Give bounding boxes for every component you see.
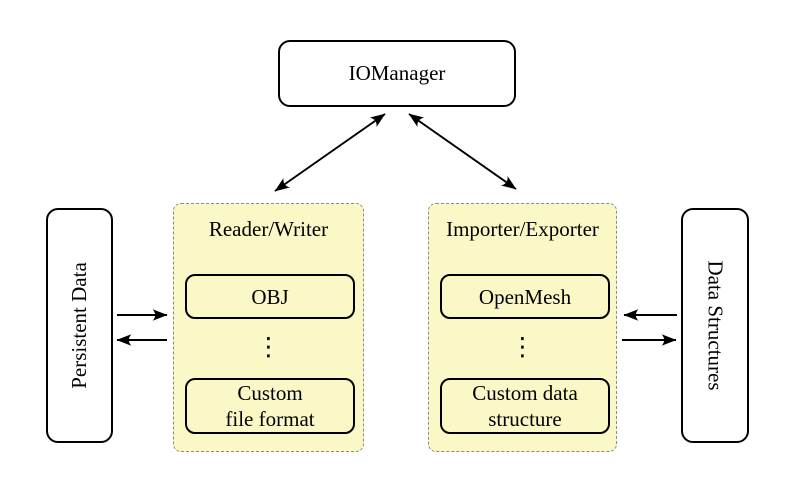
arrow-iomanager-readerwriter bbox=[274, 113, 386, 192]
node-iomanager-label: IOManager bbox=[348, 61, 446, 85]
node-obj-label: OBJ bbox=[251, 284, 289, 309]
node-custom-file-format-line2: file format bbox=[225, 407, 315, 431]
panel-reader-writer-title: Reader/Writer bbox=[208, 217, 329, 241]
vertical-ellipsis: ⋮ bbox=[510, 332, 535, 361]
node-openmesh-label: OpenMesh bbox=[478, 284, 572, 309]
node-obj: OBJ bbox=[185, 274, 355, 319]
node-custom-file-format: Custom file format bbox=[185, 378, 355, 434]
node-data-structures-label: Data Structures bbox=[703, 260, 728, 391]
node-persistent-data-label: Persistent Data bbox=[67, 262, 91, 389]
node-data-structures: Data Structures bbox=[681, 208, 749, 443]
node-custom-data-structure: Custom data structure bbox=[440, 378, 610, 434]
node-custom-file-format-line1: Custom bbox=[237, 381, 303, 405]
node-custom-data-structure-line1: Custom data bbox=[472, 381, 578, 405]
node-openmesh: OpenMesh bbox=[440, 274, 610, 319]
node-iomanager: IOManager bbox=[278, 40, 516, 107]
node-persistent-data: Persistent Data bbox=[46, 208, 113, 443]
vertical-ellipsis: ⋮ bbox=[256, 332, 281, 361]
node-custom-data-structure-line2: structure bbox=[488, 407, 562, 431]
panel-importer-exporter-title: Importer/Exporter bbox=[446, 217, 599, 241]
panel-reader-writer: Reader/Writer OBJ ⋮ Custom file format bbox=[173, 203, 364, 452]
panel-importer-exporter: Importer/Exporter OpenMesh ⋮ Custom data… bbox=[428, 203, 617, 452]
arrow-iomanager-importerexporter bbox=[408, 113, 517, 190]
